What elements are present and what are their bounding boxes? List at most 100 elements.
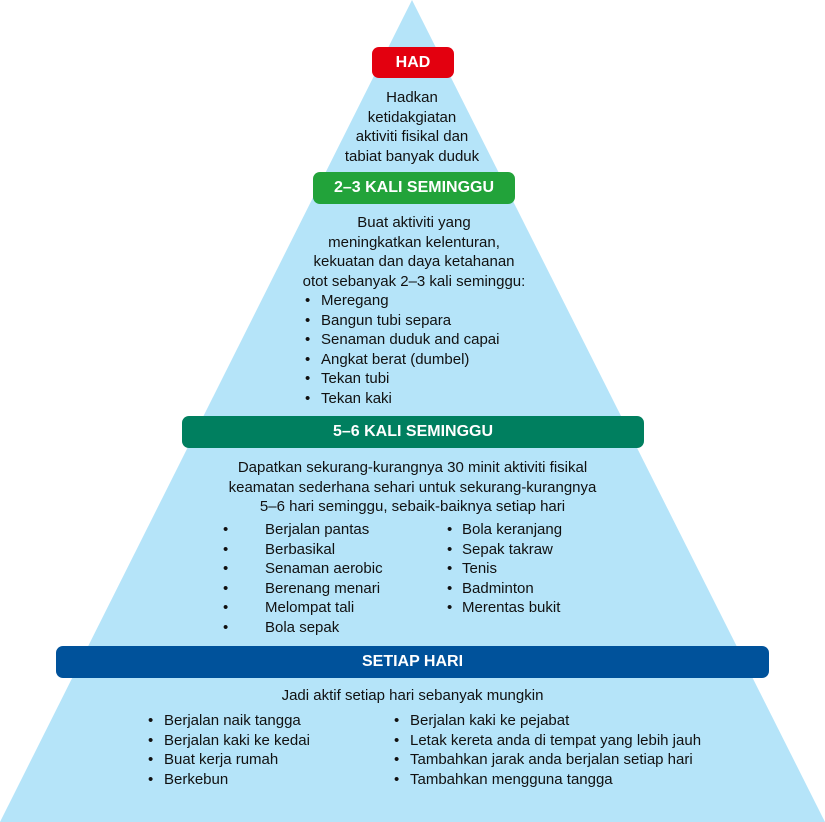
bullet: • xyxy=(305,350,311,368)
list-item: • Bangun tubi separa xyxy=(305,311,499,331)
text-line: tabiat banyak duduk xyxy=(344,147,480,165)
item-label: Badminton xyxy=(462,579,534,597)
had-title: HAD xyxy=(395,53,431,71)
item-label: Meregang xyxy=(321,292,389,309)
list-item: • Bola sepak xyxy=(223,618,383,638)
bullet: • xyxy=(148,751,154,768)
item-label: Berjalan pantas xyxy=(265,521,370,538)
text-line: Buat aktiviti yang xyxy=(357,214,471,231)
bullet: • xyxy=(394,712,400,729)
item-label: Bola sepak xyxy=(265,618,340,636)
tier3-right-list: • Bola keranjang • Sepak takraw • Tenis • Ba… xyxy=(447,520,562,618)
item-label: Melompat tali xyxy=(265,599,355,616)
bullet: • xyxy=(394,731,400,749)
bullet: • xyxy=(394,751,400,768)
tier3-title: 5–6 KALI SEMINGGU xyxy=(332,423,494,440)
list-item: • Berjalan kaki ke pejabat xyxy=(394,711,701,731)
item-label: Berjalan kaki ke pejabat xyxy=(410,712,570,729)
had-description: Hadkan ketidakgiatan aktiviti fisikal da… xyxy=(312,88,512,166)
tier3-description: Dapatkan sekurang-kurangnya 30 minit akt… xyxy=(180,458,645,517)
item-label: Berkebun xyxy=(164,770,229,788)
item-label: Tambahkan jarak anda berjalan setiap har… xyxy=(410,751,693,768)
bullet: • xyxy=(223,579,229,597)
text-line: otot sebanyak 2–3 kali seminggu: xyxy=(302,272,526,290)
tier4-title: SETIAP HARI xyxy=(361,653,464,670)
list-item: • Bola keranjang xyxy=(447,520,562,540)
bullet: • xyxy=(447,521,453,538)
item-label: Bangun tubi separa xyxy=(321,311,452,329)
tier2-band: 2–3 KALI SEMINGGU xyxy=(313,172,515,204)
tier2-list: • Meregang • Bangun tubi separa • Senaman d… xyxy=(305,291,499,408)
list-item: • Berbasikal xyxy=(223,540,383,560)
list-item: • Tambahkan mengguna tangga xyxy=(394,770,701,790)
bullet: • xyxy=(305,389,311,407)
item-label: Tekan tubi xyxy=(321,370,390,387)
tier2-title: 2–3 KALI SEMINGGU xyxy=(333,179,495,196)
list-item: • Tambahkan jarak anda berjalan setiap ha… xyxy=(394,750,701,770)
bullet: • xyxy=(305,331,311,348)
item-label: Berbasikal xyxy=(265,540,336,558)
list-item: • Meregang xyxy=(305,291,499,311)
item-label: Berjalan naik tangga xyxy=(164,712,301,729)
bullet: • xyxy=(223,618,229,636)
item-label: Senaman duduk and capai xyxy=(321,331,500,348)
text-line: Hadkan xyxy=(386,89,438,106)
item-label: Berjalan kaki ke kedai xyxy=(164,731,310,749)
list-item: • Tenis xyxy=(447,559,562,579)
bullet: • xyxy=(447,579,453,597)
item-label: Tekan kaki xyxy=(321,389,392,407)
item-label: Bola keranjang xyxy=(462,521,563,538)
text-line: aktiviti fisikal dan xyxy=(355,128,469,145)
bullet: • xyxy=(305,370,311,387)
list-item: • Melompat tali xyxy=(223,598,383,618)
list-item: • Berjalan kaki ke kedai xyxy=(148,731,310,751)
bullet: • xyxy=(305,311,311,329)
tier3-left-list: • Berjalan pantas • Berbasikal • Senaman ae… xyxy=(223,520,383,637)
bullet: • xyxy=(148,712,154,729)
tier2-description: Buat aktiviti yang meningkatkan kelentur… xyxy=(264,213,564,291)
list-item: • Badminton xyxy=(447,579,562,599)
item-label: Sepak takraw xyxy=(462,540,553,558)
item-label: Buat kerja rumah xyxy=(164,751,279,768)
list-item: • Letak kereta anda di tempat yang lebih … xyxy=(394,731,701,751)
had-band: HAD xyxy=(372,47,454,78)
text-line: 5–6 hari seminggu, sebaik-baiknya setiap… xyxy=(259,498,566,515)
tier3-band: 5–6 KALI SEMINGGU xyxy=(182,416,644,448)
item-label: Tenis xyxy=(462,560,498,577)
list-item: • Merentas bukit xyxy=(447,598,562,618)
bullet: • xyxy=(223,599,229,616)
item-label: Tambahkan mengguna tangga xyxy=(410,770,613,788)
tier4-band: SETIAP HARI xyxy=(56,646,769,678)
list-item: • Sepak takraw xyxy=(447,540,562,560)
text-line: meningkatkan kelenturan, xyxy=(328,233,500,251)
bullet: • xyxy=(223,560,229,577)
list-item: • Berkebun xyxy=(148,770,310,790)
bullet: • xyxy=(148,770,154,788)
list-item: • Tekan tubi xyxy=(305,369,499,389)
item-label: Letak kereta anda di tempat yang lebih j… xyxy=(410,731,702,749)
text-line: Dapatkan sekurang-kurangnya 30 minit akt… xyxy=(237,459,588,476)
list-item: • Berjalan pantas xyxy=(223,520,383,540)
item-label: Merentas bukit xyxy=(462,599,561,616)
bullet: • xyxy=(148,731,154,749)
bullet: • xyxy=(305,292,311,309)
list-item: • Senaman duduk and capai xyxy=(305,330,499,350)
bullet: • xyxy=(394,770,400,788)
list-item: •Berenang menari xyxy=(223,579,383,599)
bullet: • xyxy=(223,540,229,558)
bullet: • xyxy=(447,599,453,616)
bullet: • xyxy=(223,521,229,538)
text-line: keamatan sederhana sehari untuk sekurang… xyxy=(228,478,597,496)
text-line: ketidakgiatan xyxy=(367,108,457,126)
tier4-right-list: • Berjalan kaki ke pejabat • Letak kereta … xyxy=(394,711,701,789)
text-line: kekuatan dan daya ketahanan xyxy=(313,253,515,270)
bullet: • xyxy=(447,540,453,558)
list-item: • Berjalan naik tangga xyxy=(148,711,310,731)
item-label: Angkat berat (dumbel) xyxy=(321,350,470,368)
list-item: • Senaman aerobic xyxy=(223,559,383,579)
tier4-left-list: • Berjalan naik tangga • Berjalan kaki ke … xyxy=(148,711,310,789)
bullet: • xyxy=(447,560,453,577)
list-item: • Buat kerja rumah xyxy=(148,750,310,770)
item-label: Senaman aerobic xyxy=(265,560,383,577)
